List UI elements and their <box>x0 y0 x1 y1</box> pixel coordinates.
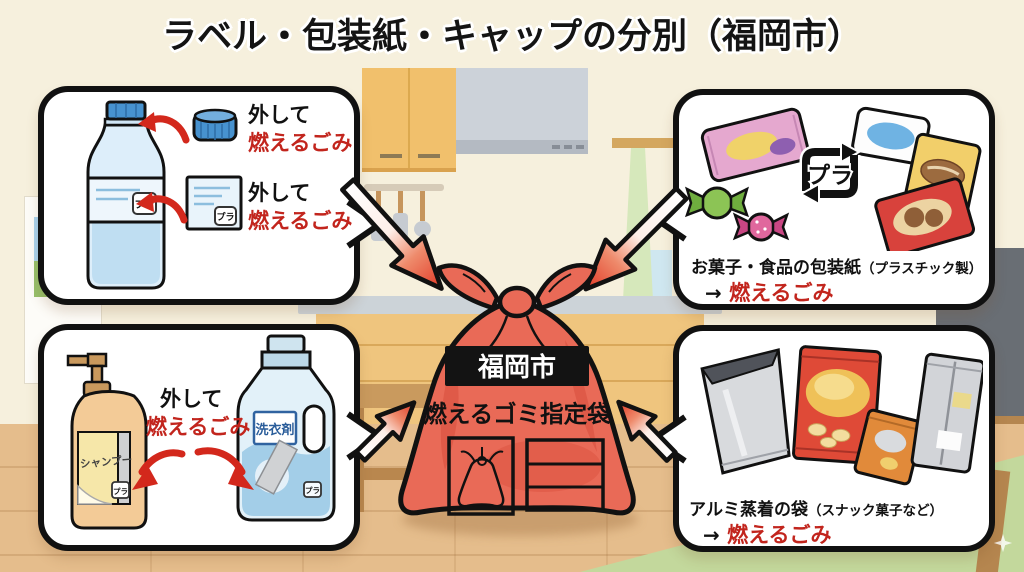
panel-aluminum-bags: アルミ蒸着の袋（スナック菓子など） → 燃えるごみ <box>650 325 995 552</box>
arrow-bottomleft-to-bag <box>342 383 432 473</box>
detergent-bottle-illustration: 洗衣剤 プラ <box>236 334 336 522</box>
fukuoka-garbage-bag: 福岡市 燃えるゴミ指定袋 <box>398 263 636 516</box>
arrow-bottomright-to-bag <box>599 385 688 475</box>
red-curved-arrow <box>138 112 190 144</box>
aluminum-bags-illustration <box>700 345 983 486</box>
shampoo-label-text: シャンプー <box>80 453 133 470</box>
pla-recycle-mark: プラ <box>798 140 862 206</box>
red-curved-arrow <box>194 447 254 490</box>
snack-caption: お菓子・食品の包装紙（プラスチック製） <box>691 258 983 278</box>
city-band <box>445 346 589 386</box>
utensil-ladle <box>420 191 425 221</box>
note-remove: 外して <box>160 387 223 411</box>
sparkle-icon <box>993 533 1013 553</box>
panel-shampoo-detergent: シャンプー プラ 洗衣剤 プラ 外して 燃えるごみ <box>38 324 383 551</box>
panel-snack-wrappers: プラ お菓子・食品の包装紙（プラスチック製） → 燃えるごみ <box>650 89 995 310</box>
bag-label-text: 燃えるゴミ指定袋 <box>423 400 611 428</box>
pla-mark-text: プラ <box>807 163 853 189</box>
utensil-spatula <box>376 191 381 213</box>
page-title: ラベル・包装紙・キャップの分別（福岡市） <box>161 17 862 57</box>
bottle-label-illustration: プラ <box>185 175 243 231</box>
range-hood-panel <box>456 140 588 154</box>
disposal-text: 燃えるごみ <box>729 281 834 305</box>
snack-disposal-line: → 燃えるごみ <box>705 277 833 307</box>
cap-note: 外して 燃えるごみ <box>248 102 352 157</box>
aluminum-disposal-line: → 燃えるごみ <box>703 519 831 549</box>
curtain-rail <box>612 138 676 148</box>
label-note: 外して 燃えるごみ <box>248 180 352 235</box>
cupboard-handle <box>380 154 402 158</box>
disposal-text: 燃えるごみ <box>727 523 832 547</box>
detergent-label-text: 洗衣剤 <box>255 422 294 438</box>
range-hood <box>456 68 588 140</box>
pla-mark-small: プラ <box>113 486 128 496</box>
arrow-topright-to-bag <box>560 169 705 314</box>
city-band-text: 福岡市 <box>477 352 556 383</box>
pla-mark-small: プラ <box>305 485 320 495</box>
red-curved-arrow <box>132 449 186 490</box>
pla-mark-small: プラ <box>216 211 234 223</box>
bag-form-box <box>525 438 605 512</box>
utensil-turner <box>398 191 403 213</box>
note-disposal: 燃えるごみ <box>146 414 251 439</box>
pet-bottle-illustration: プラ <box>86 100 166 290</box>
arrow-glyph: → <box>705 281 722 305</box>
shampoo-bottle-illustration: シャンプー プラ <box>66 352 148 530</box>
note-remove: 外して <box>248 103 311 127</box>
note-remove: 外して <box>248 181 311 205</box>
kitchen-cupboard <box>362 68 456 172</box>
arrow-topleft-to-bag <box>323 161 468 313</box>
note-disposal: 燃えるごみ <box>248 208 353 233</box>
aluminum-caption: アルミ蒸着の袋（スナック菓子など） <box>689 500 943 520</box>
panel-pet-bottle: プラ プラ <box>38 86 383 305</box>
bottle-cap-illustration <box>192 108 238 142</box>
utensil-rail <box>364 184 444 191</box>
arrow-glyph: → <box>703 523 720 547</box>
bag-icon-box <box>447 436 515 516</box>
bottles-note: 外して 燃えるごみ <box>146 386 250 441</box>
note-disposal: 燃えるごみ <box>248 130 353 155</box>
cupboard-handle <box>418 154 440 158</box>
red-curved-arrow <box>136 192 188 224</box>
snack-wrappers-illustration <box>684 106 982 251</box>
